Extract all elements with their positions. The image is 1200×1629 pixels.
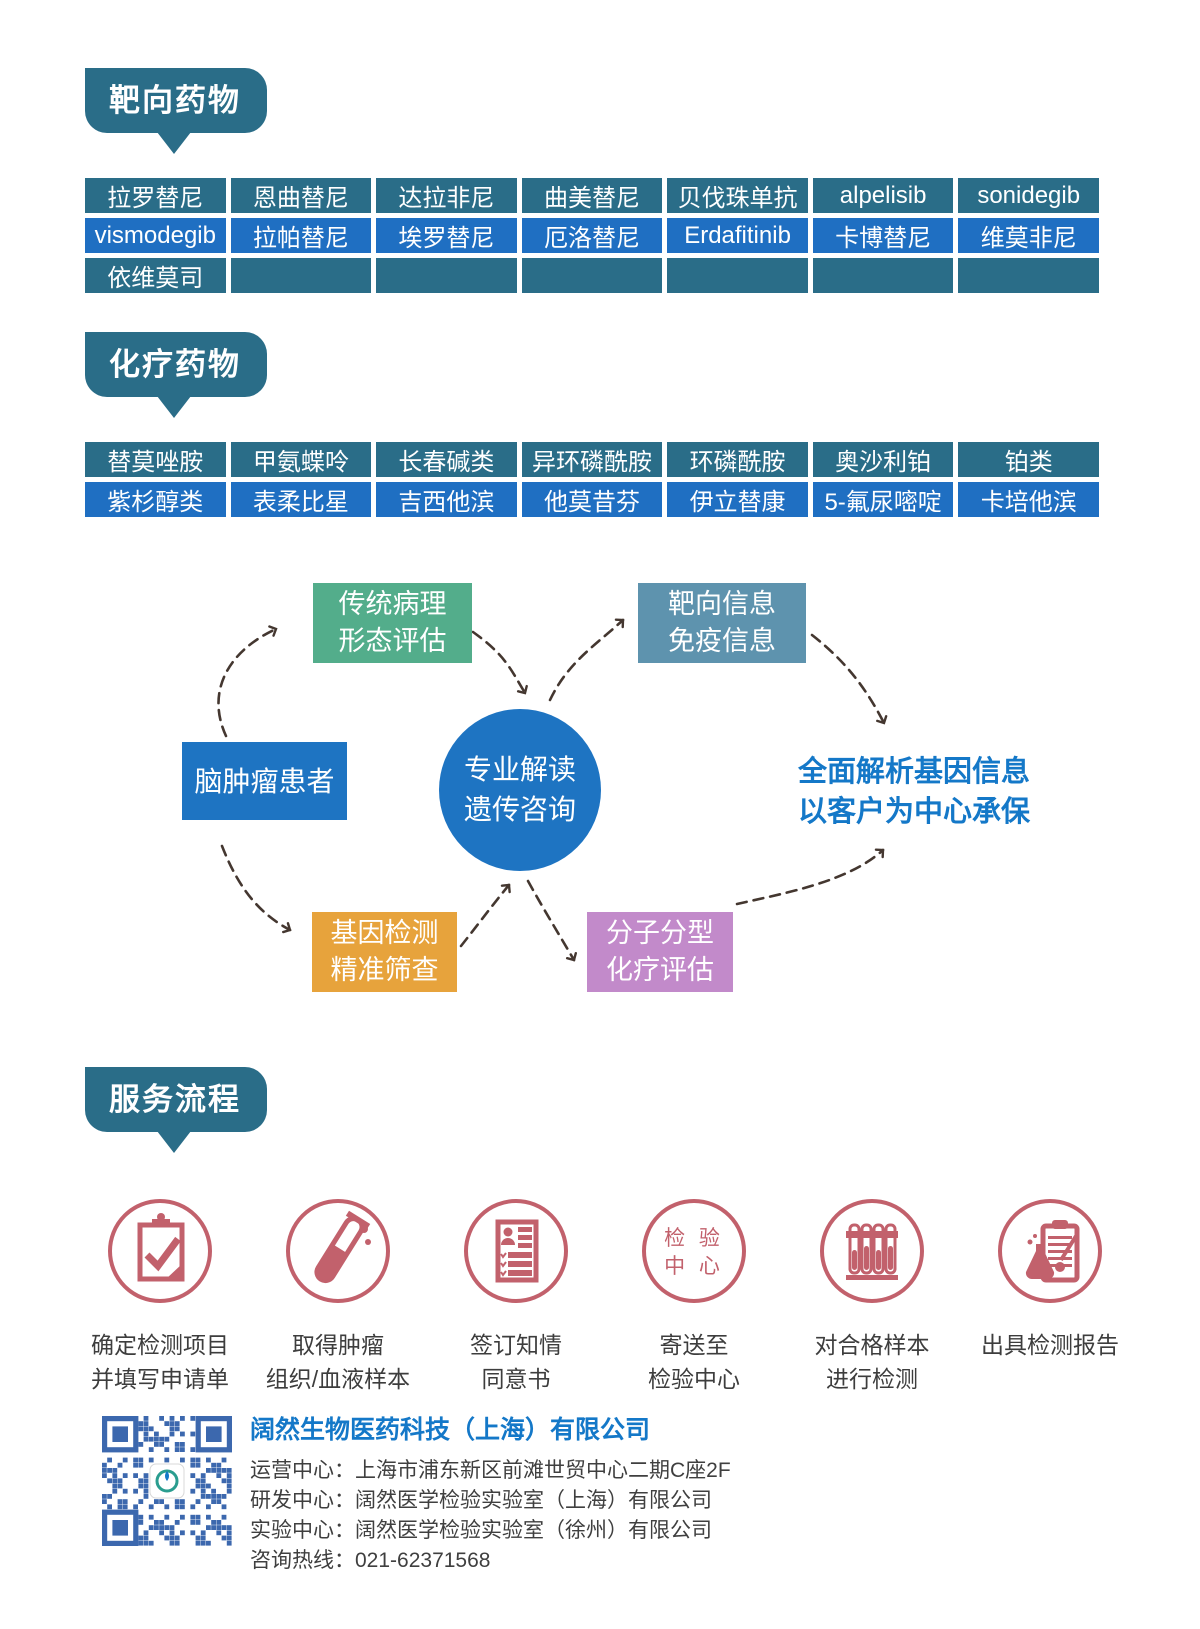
pathology-line1: 传统病理 [338, 589, 447, 619]
drug-cell: 厄洛替尼 [521, 218, 663, 253]
consult-line1: 专业解读 [463, 754, 576, 785]
drug-cell: 5-氟尿嘧啶 [812, 482, 954, 517]
result-text: 全面解析基因信息 以客户为中心承保 [753, 752, 1075, 832]
consult-circle: 专业解读 遗传咨询 [439, 709, 601, 871]
pathology-box: 传统病理 形态评估 [313, 583, 472, 663]
footer-line-lab: 实验中心：阔然医学检验实验室（徐州）有限公司 [250, 1519, 712, 1542]
chemo-drugs-table: 替莫唑胺 甲氨蝶呤 长春碱类 异环磷酰胺 环磷酰胺 奥沙利铂 铂类 紫杉醇类 表… [85, 442, 1099, 517]
footer-info: 阔然生物医药科技（上海）有限公司 运营中心：上海市浦东新区前滩世贸中心二期C座2… [250, 1410, 1010, 1576]
drug-cell: 拉帕替尼 [230, 218, 372, 253]
drug-cell: 依维莫司 [85, 258, 226, 293]
targeted-drugs-badge: 靶向药物 [85, 68, 267, 154]
tube-rack-icon [783, 1198, 961, 1304]
result-line2: 以客户为中心承保 [797, 796, 1030, 828]
gene-test-line1: 基因检测 [330, 918, 439, 948]
step-label: 签订知情 [470, 1332, 562, 1358]
chemo-drugs-badge: 化疗药物 [85, 332, 267, 418]
targeted-drugs-table: 拉罗替尼 恩曲替尼 达拉非尼 曲美替尼 贝伐珠单抗 alpelisib soni… [85, 178, 1099, 293]
drug-cell: 异环磷酰胺 [521, 442, 663, 477]
process-step-4: 检 验 中 心 寄送至 检验中心 [605, 1198, 783, 1396]
drug-cell: vismodegib [85, 218, 226, 253]
drug-cell: sonidegib [958, 178, 1099, 213]
pathology-line2: 形态评估 [338, 626, 447, 656]
drug-cell [521, 258, 663, 293]
drug-cell: 他莫昔芬 [521, 482, 663, 517]
drug-cell [667, 258, 808, 293]
process-step-1: 确定检测项目 并填写申请单 [71, 1198, 249, 1396]
drug-cell: 维莫非尼 [958, 218, 1099, 253]
patient-box: 脑肿瘤患者 [182, 742, 347, 820]
table-row: 依维莫司 [85, 258, 1099, 293]
consult-line2: 遗传咨询 [463, 794, 576, 825]
drug-cell [812, 258, 954, 293]
gene-test-box: 基因检测 精准筛查 [312, 912, 457, 992]
gene-test-line2: 精准筛查 [330, 955, 439, 985]
step-label: 检验中心 [648, 1366, 740, 1392]
drug-cell: 达拉非尼 [376, 178, 517, 213]
step-label: 同意书 [481, 1366, 551, 1392]
table-row: 紫杉醇类 表柔比星 吉西他滨 他莫昔芬 伊立替康 5-氟尿嘧啶 卡培他滨 [85, 482, 1099, 517]
step-label: 寄送至 [659, 1332, 729, 1358]
drug-cell: 铂类 [958, 442, 1099, 477]
target-info-line2: 免疫信息 [668, 626, 776, 656]
step-label: 进行检测 [826, 1366, 918, 1392]
drug-cell: 曲美替尼 [521, 178, 663, 213]
drug-cell: 恩曲替尼 [230, 178, 372, 213]
process-step-5: 对合格样本 进行检测 [783, 1198, 961, 1396]
drug-cell: 替莫唑胺 [85, 442, 226, 477]
blood-tube-icon [249, 1198, 427, 1304]
molecular-line1: 分子分型 [606, 918, 714, 948]
table-row: vismodegib 拉帕替尼 埃罗替尼 厄洛替尼 Erdafitinib 卡博… [85, 218, 1099, 253]
drug-cell: Erdafitinib [667, 218, 808, 253]
qr-code [102, 1416, 232, 1546]
drug-cell: alpelisib [812, 178, 954, 213]
drug-cell: 长春碱类 [376, 442, 517, 477]
drug-cell [958, 258, 1099, 293]
test-center-icon: 检 验 中 心 [605, 1198, 783, 1304]
step-label: 对合格样本 [814, 1332, 930, 1358]
drug-cell: 紫杉醇类 [85, 482, 226, 517]
clipboard-check-icon [71, 1198, 249, 1304]
step-label: 组织/血液样本 [265, 1366, 411, 1392]
drug-cell: 埃罗替尼 [376, 218, 517, 253]
step-label: 并填写申请单 [91, 1366, 229, 1392]
drug-cell: 贝伐珠单抗 [667, 178, 808, 213]
target-info-line1: 靶向信息 [668, 589, 776, 619]
process-step-3: 签订知情 同意书 [427, 1198, 605, 1396]
footer-line-rnd: 研发中心：阔然医学检验实验室（上海）有限公司 [250, 1489, 712, 1512]
company-name: 阔然生物医药科技（上海）有限公司 [250, 1416, 651, 1444]
drug-cell: 奥沙利铂 [812, 442, 954, 477]
table-row: 替莫唑胺 甲氨蝶呤 长春碱类 异环磷酰胺 环磷酰胺 奥沙利铂 铂类 [85, 442, 1099, 477]
drug-cell [376, 258, 517, 293]
process-step-2: 取得肿瘤 组织/血液样本 [249, 1198, 427, 1396]
test-center-text-line2: 中 心 [664, 1255, 724, 1278]
footer-line-hotline: 咨询热线：021-62371568 [250, 1549, 491, 1572]
drug-cell [230, 258, 372, 293]
drug-cell: 环磷酰胺 [667, 442, 808, 477]
drug-cell: 卡博替尼 [812, 218, 954, 253]
drug-cell: 卡培他滨 [958, 482, 1099, 517]
service-process-badge: 服务流程 [85, 1067, 267, 1153]
molecular-line2: 化疗评估 [606, 955, 714, 985]
process-step-6: 出具检测报告 [961, 1198, 1139, 1362]
consent-form-icon [427, 1198, 605, 1304]
patient-label: 脑肿瘤患者 [194, 765, 335, 797]
footer-line-operations: 运营中心：上海市浦东新区前滩世贸中心二期C座2F [250, 1459, 731, 1482]
drug-cell: 表柔比星 [230, 482, 372, 517]
drug-cell: 甲氨蝶呤 [230, 442, 372, 477]
molecular-box: 分子分型 化疗评估 [587, 912, 733, 992]
step-label: 出具检测报告 [981, 1332, 1119, 1358]
report-flask-icon [961, 1198, 1139, 1304]
test-center-text-line1: 检 验 [664, 1227, 724, 1250]
step-label: 取得肿瘤 [292, 1332, 384, 1358]
table-row: 拉罗替尼 恩曲替尼 达拉非尼 曲美替尼 贝伐珠单抗 alpelisib soni… [85, 178, 1099, 213]
step-label: 确定检测项目 [91, 1332, 229, 1358]
drug-cell: 吉西他滨 [376, 482, 517, 517]
drug-cell: 伊立替康 [667, 482, 808, 517]
drug-cell: 拉罗替尼 [85, 178, 226, 213]
target-info-box: 靶向信息 免疫信息 [638, 583, 806, 663]
result-line1: 全面解析基因信息 [797, 756, 1030, 788]
